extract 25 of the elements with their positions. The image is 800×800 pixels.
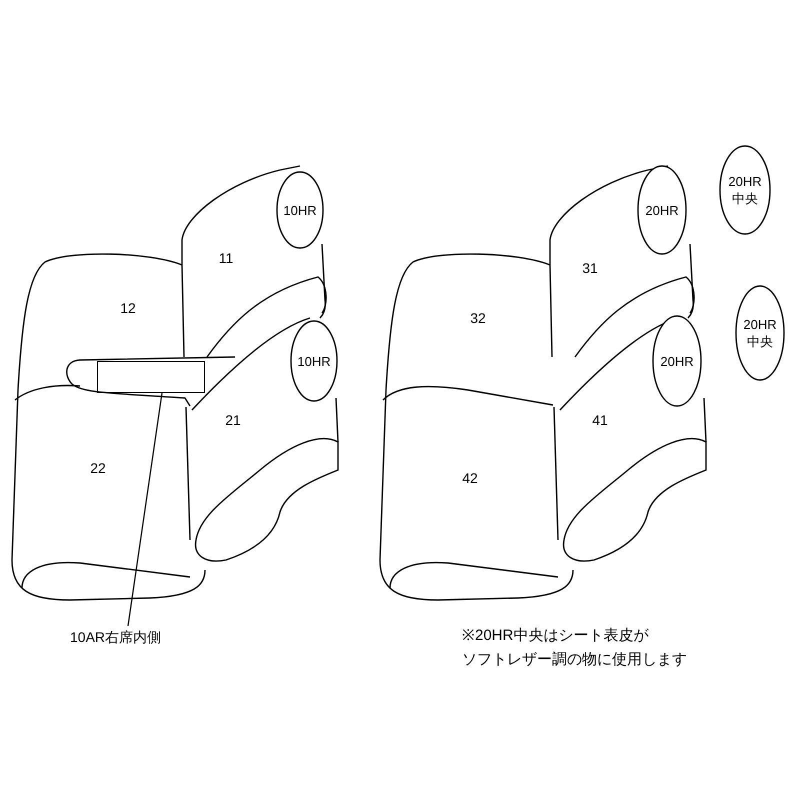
- part-number: 41: [592, 411, 608, 429]
- headrest-oval: [652, 315, 702, 407]
- part-number: 31: [582, 259, 598, 277]
- part-number: 22: [90, 459, 106, 477]
- headrest-oval: [719, 145, 771, 235]
- part-number: 42: [462, 469, 478, 487]
- headrest-oval: [276, 171, 324, 249]
- headrest-label: 10HR: [282, 202, 318, 218]
- part-number: 21: [225, 411, 241, 429]
- headrest-label: 20HR: [659, 352, 695, 370]
- part-number: 12: [120, 299, 136, 317]
- part-number: 32: [470, 309, 486, 327]
- headrest-oval: [637, 165, 687, 255]
- armrest-panel: [97, 361, 205, 393]
- note-text: ※20HR中央はシート表皮が: [462, 626, 648, 646]
- headrest-label: 20HR中央: [727, 173, 763, 207]
- part-number: 11: [218, 249, 234, 267]
- callout-text: 10AR右席内側: [70, 626, 220, 648]
- headrest-label: 20HR中央: [742, 316, 778, 350]
- leader-line: [127, 392, 163, 626]
- headrest-label: 20HR: [644, 202, 680, 218]
- headrest-label: 10HR: [296, 352, 332, 370]
- note-text: ソフトレザー調の物に使用します: [462, 650, 687, 670]
- headrest-oval: [290, 320, 338, 402]
- headrest-oval: [735, 285, 785, 381]
